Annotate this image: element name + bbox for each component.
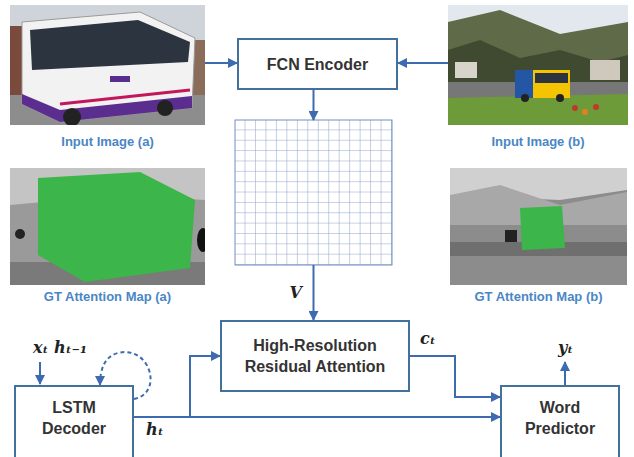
image-caption: Input Image (b) <box>491 134 584 150</box>
flow-arrow <box>134 416 500 418</box>
flow-arrow <box>313 90 315 120</box>
flow-arrow <box>410 356 500 397</box>
attention-map-a <box>10 168 205 285</box>
predictor-box: Word Predictor <box>500 385 620 457</box>
attention-box: High-Resolution Residual Attention <box>220 320 410 392</box>
node-label: FCN Encoder <box>267 54 368 75</box>
edge-label: hₜ <box>144 420 166 440</box>
input-arrow <box>39 362 41 384</box>
input-image: Input Image (a) <box>10 5 205 150</box>
attention-map: GT Attention Map (b) <box>450 168 627 305</box>
decoder-box: LSTM Decoder <box>14 385 134 457</box>
photo-a <box>10 5 205 125</box>
signal-label: xₜ <box>31 338 50 358</box>
edge-label: cₜ <box>418 329 438 349</box>
output-arrow <box>564 362 566 385</box>
edge-label: V <box>288 283 304 303</box>
feature-grid <box>235 120 392 265</box>
attention-map: GT Attention Map (a) <box>10 168 205 305</box>
flow-arrow <box>313 265 315 320</box>
input-image: Input Image (b) <box>448 5 628 150</box>
signal-label: yₜ <box>556 338 575 358</box>
encoder-box: FCN Encoder <box>237 38 398 90</box>
node-label: High-Resolution Residual Attention <box>232 335 398 377</box>
flow-arrow <box>205 62 237 64</box>
attention-map-b <box>450 168 627 285</box>
photo-b <box>448 5 628 125</box>
flow-arrow <box>398 62 448 64</box>
image-caption: GT Attention Map (a) <box>44 289 171 305</box>
edge-label: hₜ₋₁ <box>52 338 89 358</box>
image-caption: GT Attention Map (b) <box>474 289 602 305</box>
node-label: LSTM Decoder <box>30 397 118 439</box>
image-caption: Input Image (a) <box>61 134 153 150</box>
node-label: Word Predictor <box>516 397 604 439</box>
